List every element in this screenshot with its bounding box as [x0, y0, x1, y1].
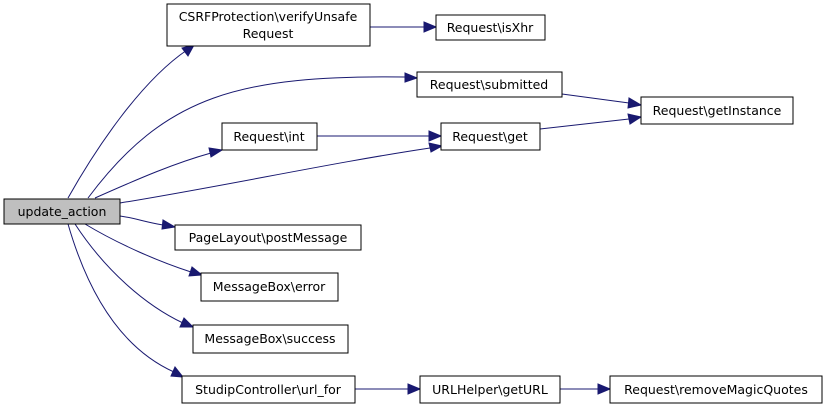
node-label: Request\get: [452, 129, 528, 144]
node-label: Request\int: [233, 129, 304, 144]
node-label-line-1: CSRFProtection\verifyUnsafe: [179, 9, 358, 24]
node-studipcontroller-url-for[interactable]: StudipController\url_for: [181, 375, 356, 404]
node-request-getinstance[interactable]: Request\getInstance: [640, 96, 794, 125]
node-csrf-verify-unsafe-request[interactable]: CSRFProtection\verifyUnsafe Request: [166, 3, 371, 47]
node-label: Request\isXhr: [447, 20, 534, 35]
edge-int-to-get: [317, 130, 443, 142]
edge-geturl-to-remove-magic: [560, 383, 612, 395]
node-pagelayout-postmessage[interactable]: PageLayout\postMessage: [174, 224, 362, 251]
node-label-line-2: Request: [243, 26, 294, 41]
node-messagebox-error[interactable]: MessageBox\error: [200, 272, 339, 302]
node-request-submitted[interactable]: Request\submitted: [416, 71, 563, 98]
edge-get-to-getinstance: [539, 113, 643, 130]
nodes: update_action CSRFProtection\verifyUnsaf…: [3, 3, 823, 404]
node-label: MessageBox\error: [213, 279, 326, 294]
node-request-isxhr[interactable]: Request\isXhr: [435, 14, 546, 41]
edge-update-to-error: [84, 223, 204, 277]
edges: [67, 21, 643, 395]
node-messagebox-success[interactable]: MessageBox\success: [192, 324, 349, 354]
node-label: Request\getInstance: [653, 103, 782, 118]
node-label: StudipController\url_for: [195, 382, 342, 397]
edge-update-to-postmessage: [119, 215, 177, 230]
edge-csrf-to-isxhr: [370, 21, 438, 33]
node-update-action[interactable]: update_action: [3, 198, 121, 225]
node-label: PageLayout\postMessage: [189, 230, 348, 245]
node-request-get[interactable]: Request\get: [440, 122, 541, 151]
node-label: Request\removeMagicQuotes: [624, 382, 808, 397]
edge-update-to-url-for: [67, 223, 185, 378]
node-label: update_action: [18, 204, 107, 219]
node-request-int[interactable]: Request\int: [221, 122, 318, 151]
edge-update-to-csrf: [67, 44, 195, 199]
node-request-removemagicquotes[interactable]: Request\removeMagicQuotes: [609, 375, 823, 404]
node-urlhelper-geturl[interactable]: URLHelper\getURL: [419, 375, 561, 404]
node-label: URLHelper\getURL: [432, 382, 548, 397]
edge-update-to-submitted: [87, 72, 419, 199]
edge-url-for-to-geturl: [355, 383, 422, 395]
edge-update-to-success: [74, 223, 195, 328]
node-label: Request\submitted: [430, 77, 548, 92]
edge-update-to-get: [119, 142, 444, 204]
node-label: MessageBox\success: [204, 331, 335, 346]
edge-submitted-to-getinstance: [561, 93, 643, 109]
edge-update-to-int: [94, 147, 224, 199]
